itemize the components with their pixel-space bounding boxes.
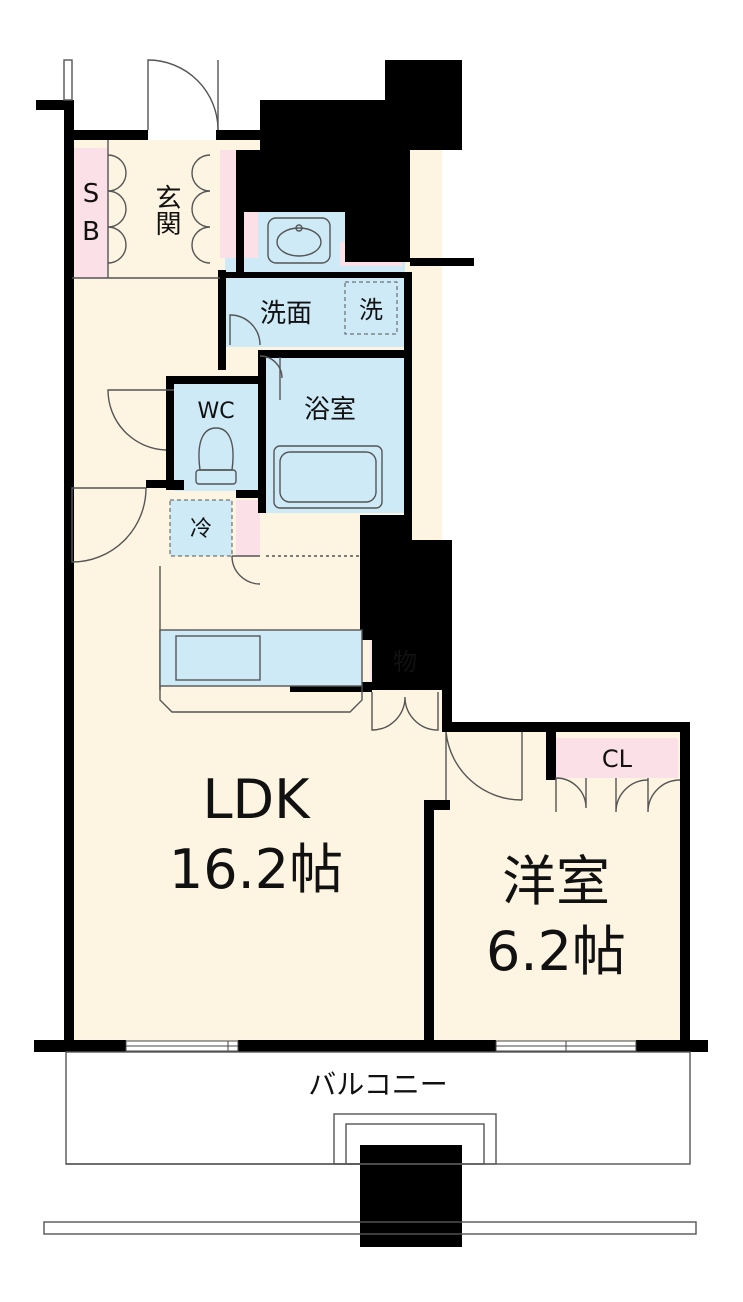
shoe-box-area [74,148,108,278]
wc-storage [236,500,260,556]
sink [267,217,331,264]
shoe-box-label-b: B [82,217,100,247]
washroom-label: 洗面 [260,299,312,329]
ldk-size: 16.2帖 [169,838,343,901]
kitchen-counter [159,629,363,687]
storage-label: 物 [393,648,417,676]
fixtures [43,59,697,1235]
closet-label: CL [602,745,633,773]
wc-label: WC [197,399,234,424]
closet-area [556,738,678,778]
fridge-label: 冷 [190,517,212,542]
washer-space [344,281,398,335]
walls [34,60,708,1247]
western-room-size: 6.2帖 [486,920,626,983]
washer-label: 洗 [359,296,383,324]
windows [125,1040,637,1052]
bathtub [273,445,383,509]
fridge-space [169,499,233,557]
labels: LDK 16.2帖 洋室 6.2帖 玄関 S B 洗面 洗 浴室 WC 冷 物 … [82,179,633,1101]
bathroom-floor [266,355,404,513]
shoe-box-label-s: S [83,179,100,209]
balcony-label: バルコニー [308,1068,447,1101]
entrance-label: 玄関 [151,184,181,236]
ldk-name: LDK [202,768,311,831]
western-room-name: 洋室 [502,850,610,913]
bathroom-label: 浴室 [304,395,356,425]
wc-floor [174,383,258,491]
